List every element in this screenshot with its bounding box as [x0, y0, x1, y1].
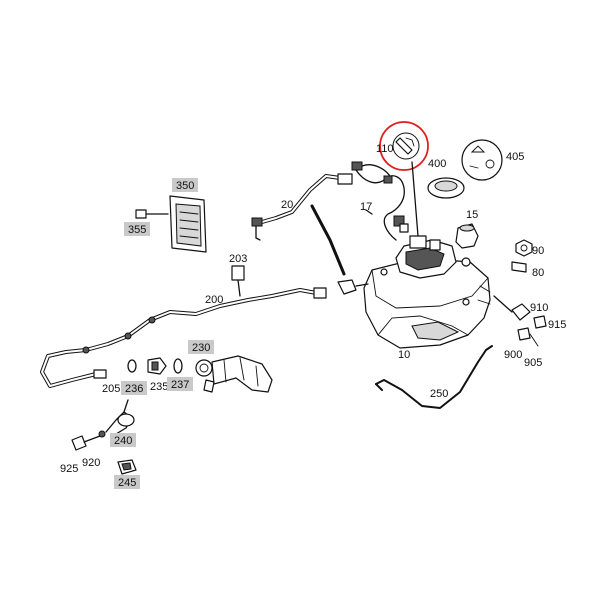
label-925: 925	[60, 463, 78, 475]
fuel-line-200[interactable]	[40, 287, 327, 388]
label-20: 20	[281, 199, 293, 211]
sensor-assembly-910[interactable]	[493, 295, 547, 347]
vent-line	[310, 204, 346, 276]
svg-text:205: 205	[102, 383, 120, 395]
label-15: 15	[466, 209, 478, 221]
label-915: 915	[548, 319, 566, 331]
fuel-pump-module[interactable]	[395, 235, 457, 279]
label-905: 905	[524, 357, 542, 369]
svg-text:920: 920	[82, 457, 100, 469]
tag-235-label: 235	[150, 381, 168, 393]
tank-strap-250[interactable]	[375, 345, 493, 409]
clamp-245[interactable]	[117, 459, 137, 475]
label-200: 200	[205, 294, 223, 306]
ring-237[interactable]	[173, 358, 183, 374]
tank-cap-15[interactable]	[455, 223, 479, 249]
filler-hose-230[interactable]	[195, 355, 273, 393]
svg-text:900: 900	[504, 349, 522, 361]
svg-text:203: 203	[229, 253, 247, 265]
tag-230: 230	[188, 340, 214, 354]
ring-236[interactable]	[127, 359, 137, 373]
service-wrench-110[interactable]	[379, 121, 429, 237]
tag-245: 245	[114, 475, 140, 489]
tag-350: 350	[172, 178, 198, 192]
tag-355: 355	[124, 222, 150, 236]
svg-text:915: 915	[548, 319, 566, 331]
label-90: 90	[532, 245, 544, 257]
label-250: 250	[430, 388, 448, 400]
label-203: 203	[229, 253, 247, 265]
wiring-harness-17[interactable]	[351, 161, 409, 241]
svg-text:355: 355	[128, 224, 146, 236]
svg-text:905: 905	[524, 357, 542, 369]
screw-355[interactable]	[135, 209, 169, 219]
svg-text:245: 245	[118, 477, 136, 489]
clip-203[interactable]	[231, 265, 245, 297]
seal-ring-400[interactable]	[427, 177, 465, 199]
valve-235[interactable]	[147, 357, 167, 375]
svg-text:910: 910	[530, 302, 548, 314]
svg-text:250: 250	[430, 388, 448, 400]
tag-240: 240	[110, 433, 136, 447]
tag-237: 237	[167, 377, 193, 391]
svg-text:350: 350	[176, 180, 194, 192]
svg-text:10: 10	[398, 349, 410, 361]
svg-text:235: 235	[150, 381, 168, 393]
svg-text:925: 925	[60, 463, 78, 475]
fuel-line-20[interactable]	[251, 173, 353, 241]
filler-cap-405[interactable]	[461, 139, 503, 181]
nut-90[interactable]	[515, 239, 533, 257]
label-10: 10	[398, 349, 410, 361]
svg-text:17: 17	[360, 201, 372, 213]
label-910: 910	[530, 302, 548, 314]
hose-240[interactable]	[105, 399, 135, 435]
svg-text:236: 236	[125, 383, 143, 395]
svg-text:237: 237	[171, 379, 189, 391]
svg-text:405: 405	[506, 151, 524, 163]
label-110: 110	[376, 143, 394, 155]
label-920: 920	[82, 457, 100, 469]
svg-text:400: 400	[428, 158, 446, 170]
svg-text:90: 90	[532, 245, 544, 257]
vent-connector	[337, 279, 357, 295]
svg-text:15: 15	[466, 209, 478, 221]
svg-text:20: 20	[281, 199, 293, 211]
sensor-925[interactable]	[71, 430, 106, 451]
svg-text:240: 240	[114, 435, 132, 447]
label-205: 205	[102, 383, 120, 395]
label-80: 80	[532, 267, 544, 279]
svg-text:110: 110	[376, 143, 394, 155]
svg-text:200: 200	[205, 294, 223, 306]
label-900: 900	[504, 349, 522, 361]
label-400: 400	[428, 158, 446, 170]
tag-236: 236	[121, 381, 147, 395]
svg-text:230: 230	[192, 342, 210, 354]
label-17: 17	[360, 201, 372, 213]
label-405: 405	[506, 151, 524, 163]
svg-text:80: 80	[532, 267, 544, 279]
fuel-tank[interactable]	[363, 257, 491, 349]
control-unit-350[interactable]	[169, 195, 207, 253]
bracket-80[interactable]	[511, 261, 527, 273]
